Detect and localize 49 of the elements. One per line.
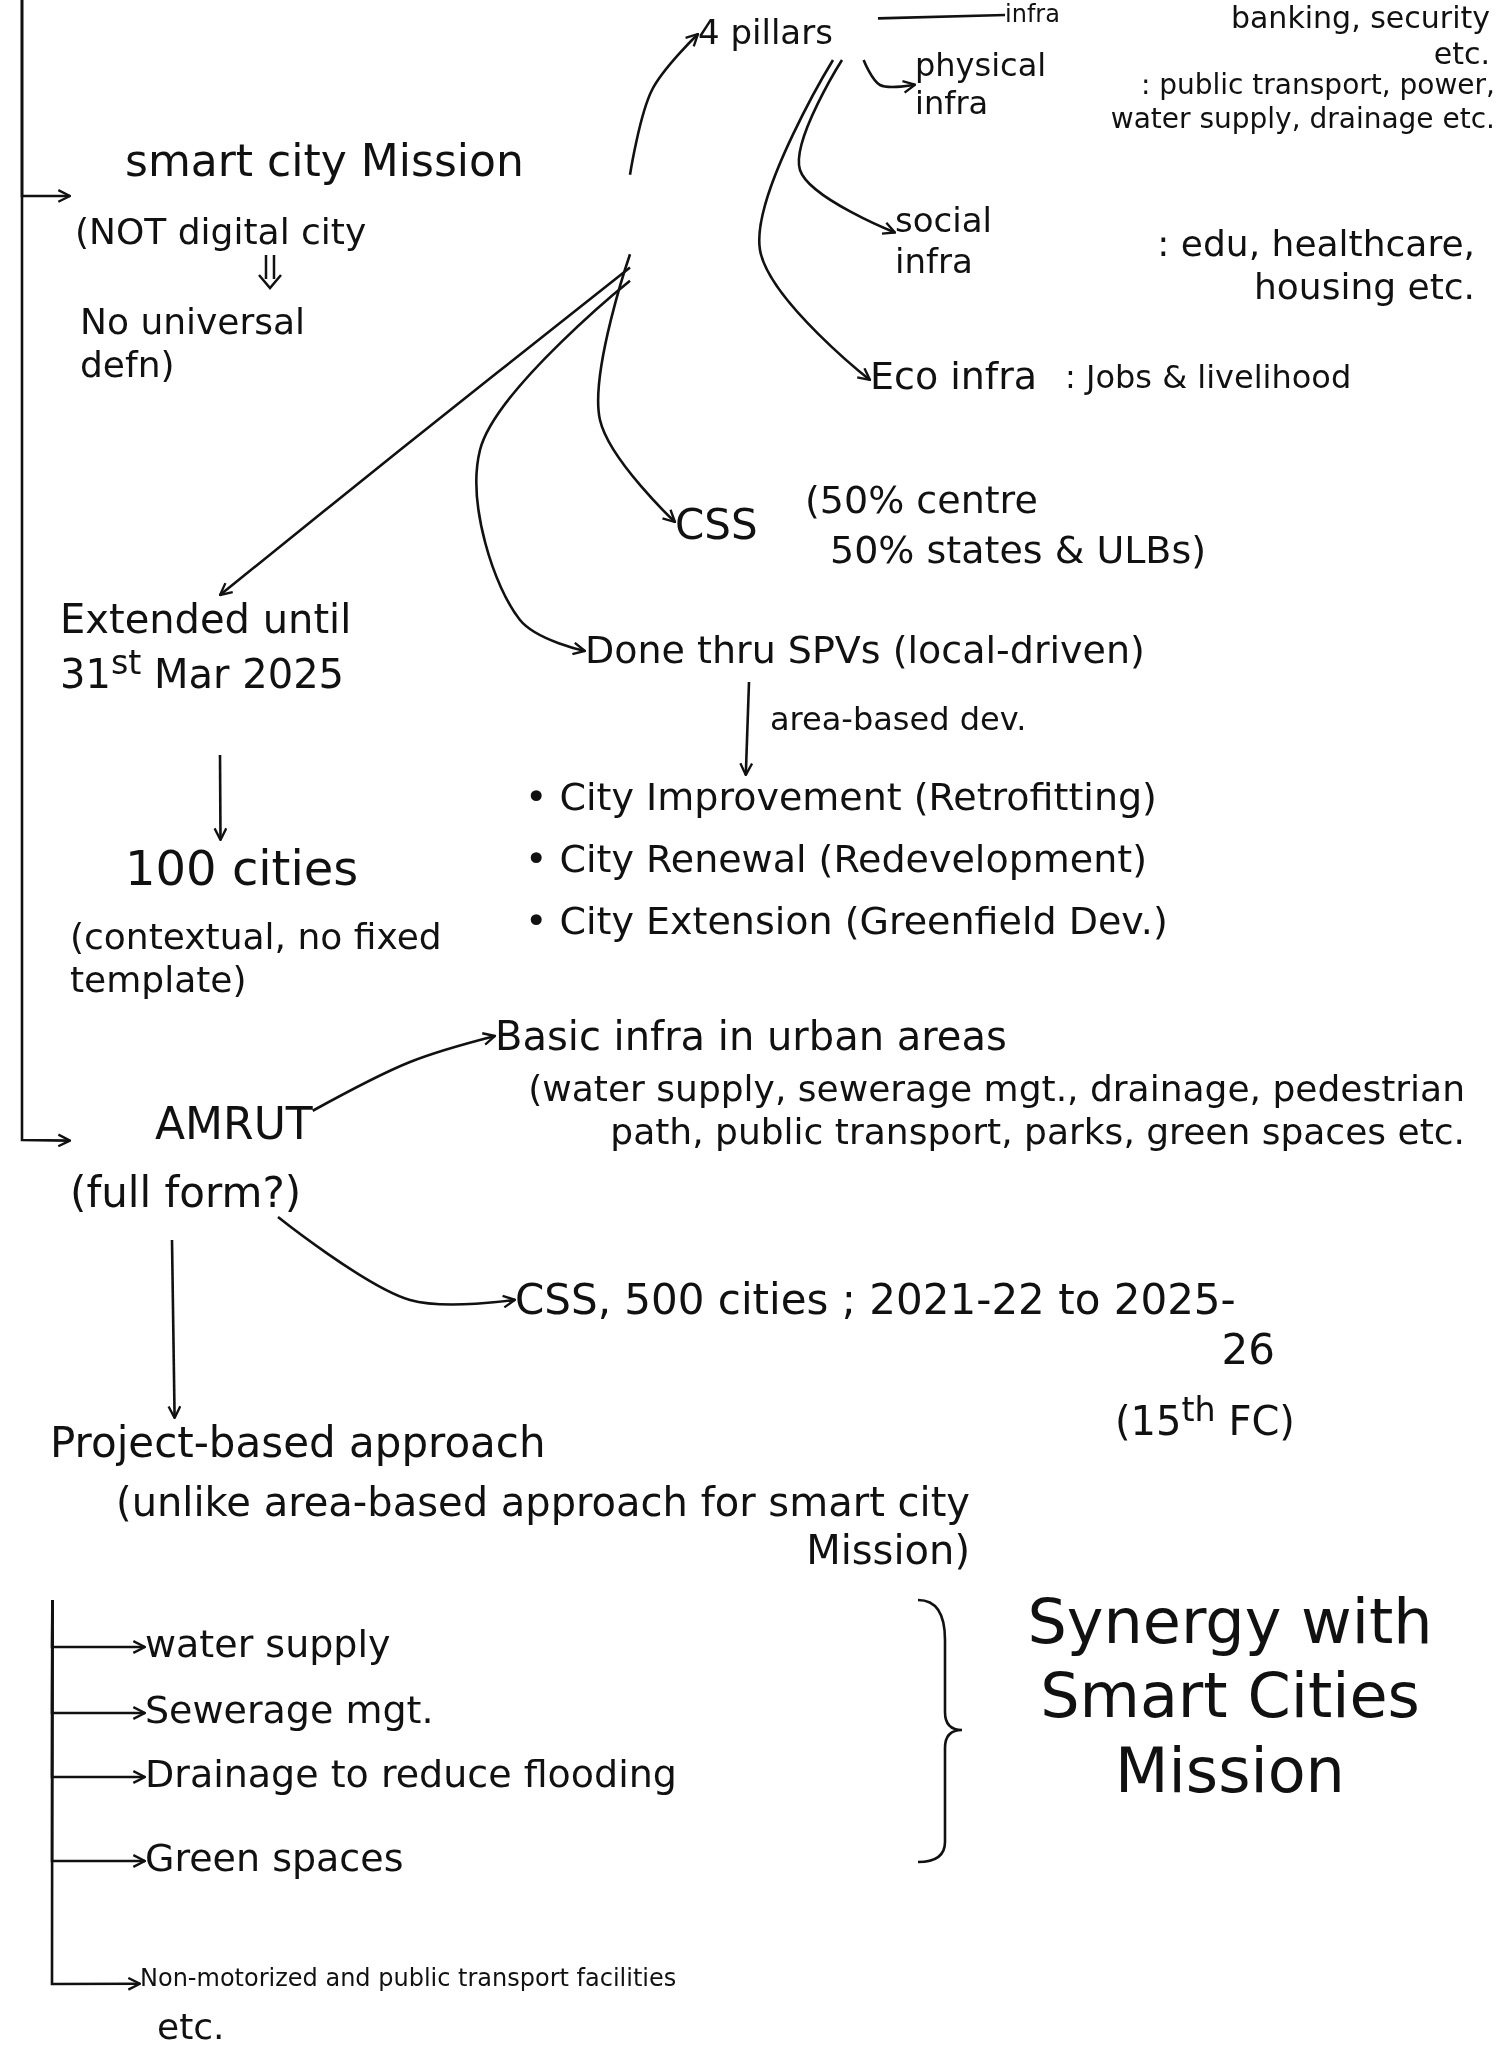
arrow — [20, 0, 72, 1148]
note-text: (NOT digital city — [75, 210, 368, 254]
note-text: physical infra — [915, 46, 1048, 123]
arrow — [167, 1240, 182, 1420]
note-text: Non-motorized and public transport facilities — [140, 1964, 678, 1993]
note-text: CSS, 500 cities ; 2021-22 to 2025-26 — [515, 1275, 1275, 1376]
note-annotation: : Jobs & livelihood — [1065, 358, 1353, 397]
note-text: Sewerage mgt. — [145, 1688, 435, 1734]
arrow — [277, 1215, 517, 1309]
arrow — [218, 266, 631, 597]
note-text: Done thru SPVs (local-driven) — [585, 628, 1146, 674]
note-text: 100 cities — [125, 840, 360, 898]
note-text: No universal defn) — [80, 300, 307, 387]
note-text: Eco infra — [870, 354, 1039, 400]
note-text: AMRUT — [155, 1098, 314, 1151]
note-text: Green spaces — [145, 1836, 405, 1882]
arrow — [628, 32, 700, 175]
arrow — [597, 253, 677, 524]
arrow — [739, 681, 754, 777]
note-annotation: (full form?) — [70, 1168, 303, 1219]
note-annotation: (contextual, no fixed template) — [70, 915, 443, 1002]
note-text: Drainage to reduce flooding — [145, 1752, 678, 1798]
note-annotation: (15$^{th}$ FC) — [1115, 1390, 1296, 1446]
note-annotation: (water supply, sewerage mgt., drainage, pedestrian path, public transport, parks, green spaces etc. — [527, 1067, 1465, 1154]
arrow — [213, 755, 228, 842]
note-text: Synergy with Smart Cities Mission — [1026, 1585, 1434, 1809]
note-text: social infra — [895, 200, 993, 282]
note-text: infra — [1005, 0, 1061, 29]
note-text: • City Extension (Greenfield Dev.) — [525, 899, 1169, 945]
note-text: • City Improvement (Retrofitting) — [525, 775, 1158, 821]
arrow — [758, 59, 872, 382]
arrow — [50, 1600, 142, 1991]
note-annotation: (unlike area-based approach for smart city Mission) — [115, 1478, 970, 1574]
note-annotation: : edu, healthcare, housing etc. — [1156, 222, 1475, 309]
note-text: • City Renewal (Redevelopment) — [525, 837, 1148, 883]
note-annotation: etc. — [157, 2005, 226, 2049]
note-text: CSS — [675, 500, 759, 551]
arrow — [797, 59, 897, 235]
note-text: Project-based approach — [50, 1418, 547, 1469]
arrow — [312, 1032, 497, 1112]
note-text: smart city Mission — [125, 135, 525, 188]
note-text: Extended until 31$^{st}$ Mar 2025 — [60, 595, 353, 699]
note-text: Basic infra in urban areas — [495, 1012, 1008, 1060]
note-text: water supply — [145, 1622, 392, 1668]
arrow — [475, 279, 631, 656]
note-annotation: (50% centre — [805, 478, 1039, 524]
note-text: 4 pillars — [698, 12, 834, 53]
arrow — [862, 59, 917, 94]
note-annotation: 50% states & ULBs) — [830, 528, 1208, 574]
